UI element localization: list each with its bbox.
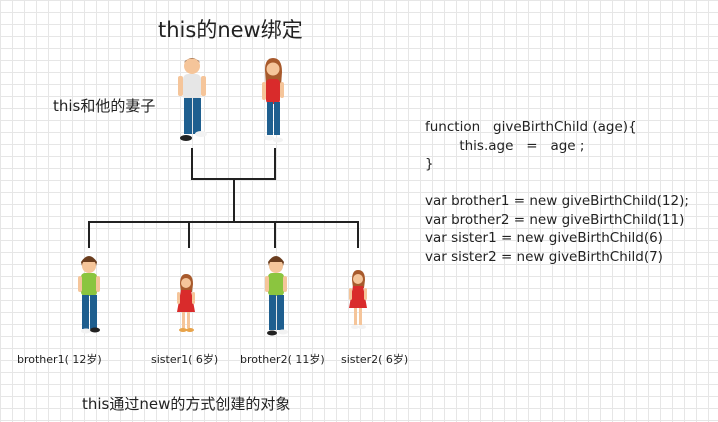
child-label-sister2: sister2( 6岁) bbox=[341, 353, 409, 366]
code-line: var brother1 = new giveBirthChild(12); bbox=[425, 193, 689, 209]
child-label-sister1: sister1( 6岁) bbox=[151, 353, 219, 366]
code-line: var sister2 = new giveBirthChild(7) bbox=[425, 248, 663, 265]
diagram-title: this的new绑定 bbox=[158, 18, 303, 42]
child-label-brother2: brother2( 11岁) bbox=[240, 353, 325, 366]
parents-label: this和他的妻子 bbox=[53, 97, 156, 115]
brother2-figure bbox=[265, 256, 288, 336]
code-line: this.age = age ; bbox=[425, 137, 585, 154]
sister1-figure bbox=[177, 274, 195, 332]
code-line: var brother2 = new giveBirthChild(11) bbox=[425, 211, 685, 228]
code-line: ​ bbox=[425, 174, 689, 193]
tree-connectors bbox=[88, 148, 359, 248]
brother1-figure bbox=[78, 256, 100, 334]
code-line: } bbox=[425, 156, 434, 172]
child-label-brother1: brother1( 12岁) bbox=[17, 353, 102, 366]
code-line: function giveBirthChild (age){ bbox=[425, 119, 637, 135]
code-line: var sister1 = new giveBirthChild(6) bbox=[425, 230, 663, 246]
father-figure bbox=[178, 58, 207, 141]
mother-figure bbox=[262, 58, 284, 143]
sister2-figure bbox=[349, 270, 367, 329]
footer-caption: this通过new的方式创建的对象 bbox=[82, 395, 291, 413]
code-block: function giveBirthChild (age){ this.age … bbox=[425, 118, 689, 266]
